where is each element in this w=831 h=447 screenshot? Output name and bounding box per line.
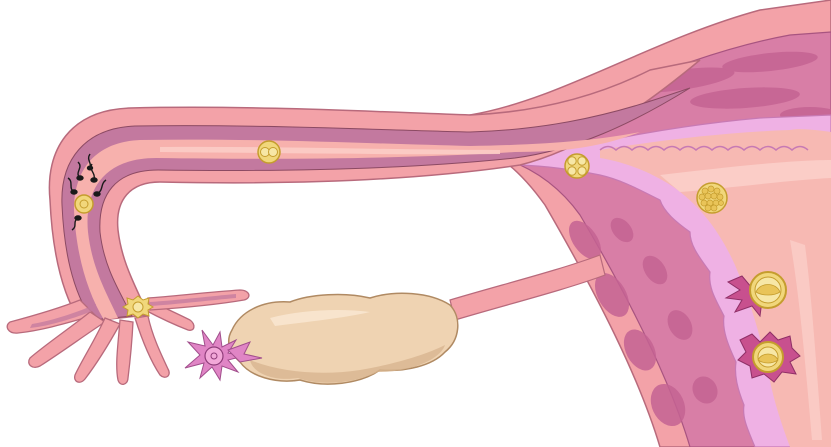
four-cell-stage [565, 154, 589, 178]
fertilized-oocyte [75, 195, 93, 213]
morula-stage [697, 183, 727, 213]
ovarian-ligament [450, 255, 605, 320]
oocyte [205, 347, 223, 365]
fimbria-4 [117, 320, 133, 384]
fimbria-5 [135, 316, 169, 377]
zygote-stage [123, 296, 153, 318]
uterus [470, 0, 831, 447]
ovary [229, 293, 458, 384]
two-cell-stage [258, 141, 280, 163]
four-cell-zona [565, 154, 589, 178]
